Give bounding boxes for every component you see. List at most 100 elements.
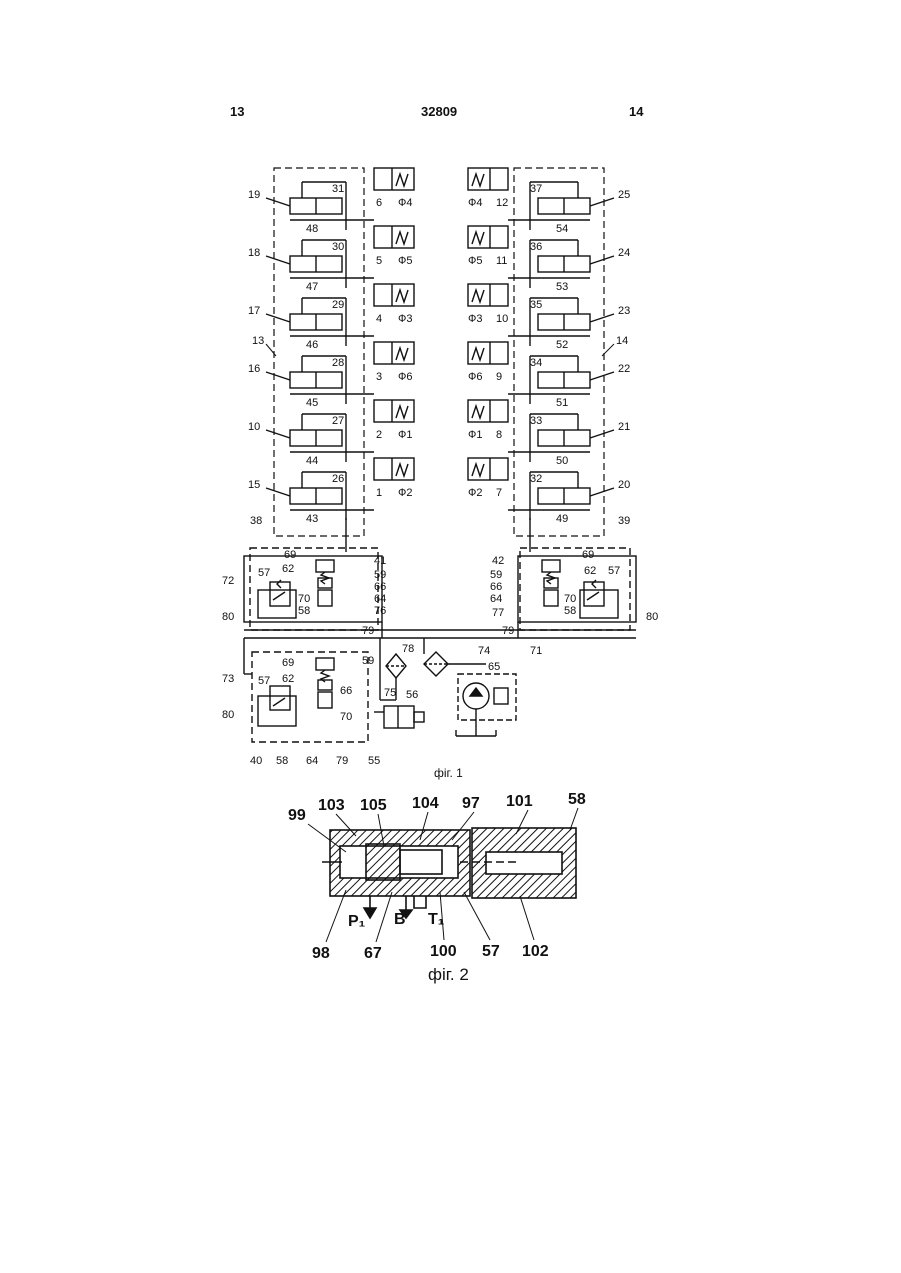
label-38: 38 [250, 515, 262, 527]
figure-1-caption: фіг. 1 [434, 766, 463, 780]
cylinder-left [374, 168, 414, 190]
valve-label-right: 23 [618, 305, 630, 317]
label-64-lower: 64 [306, 755, 318, 767]
phase-label-left: Ф6 [398, 371, 412, 383]
label-80-right: 80 [646, 611, 658, 623]
label-59-left: 59 [374, 569, 386, 581]
label-56: 56 [406, 689, 418, 701]
line-label-right-bottom: 51 [556, 397, 568, 409]
phase-label-left: Ф3 [398, 313, 412, 325]
label-97: 97 [462, 795, 480, 812]
port-b: B [394, 911, 406, 928]
label-72: 72 [222, 575, 234, 587]
label-104: 104 [412, 795, 439, 812]
label-57-left: 57 [258, 567, 270, 579]
label-70-right: 70 [564, 593, 576, 605]
port-p1: P₁ [348, 913, 366, 930]
phase-label-left: Ф1 [398, 429, 412, 441]
phase-label-right: Ф6 [468, 371, 482, 383]
page-number-left: 13 [230, 104, 244, 119]
label-98: 98 [312, 945, 330, 962]
label-69-right: 69 [582, 549, 594, 561]
spool [400, 850, 442, 874]
solenoid-armature [486, 852, 562, 874]
phase-label-left: Ф2 [398, 487, 412, 499]
label-79-lower: 79 [336, 755, 348, 767]
label-64-right: 64 [490, 593, 502, 605]
label-55: 55 [368, 755, 380, 767]
label-103: 103 [318, 797, 345, 814]
cylinder-number-left: 3 [376, 371, 382, 383]
valve-label-right: 20 [618, 479, 630, 491]
label-58-right: 58 [564, 605, 576, 617]
line-label-right-bottom: 52 [556, 339, 568, 351]
phase-label-right: Ф3 [468, 313, 482, 325]
label-79-left: 79 [362, 625, 374, 637]
label-13: 13 [252, 335, 264, 347]
label-14: 14 [616, 335, 628, 347]
patent-number: 32809 [421, 104, 457, 119]
label-62-lower: 62 [282, 673, 294, 685]
valve-label-left: 16 [248, 363, 260, 375]
cylinder-number-left: 1 [376, 487, 382, 499]
valve-label-right: 24 [618, 247, 630, 259]
page-number-right: 14 [629, 104, 643, 119]
cylinder-number-right: 10 [496, 313, 508, 325]
valve-label-left: 10 [248, 421, 260, 433]
label-66-right: 66 [490, 581, 502, 593]
label-105: 105 [360, 797, 387, 814]
phase-label-left: Ф4 [398, 197, 412, 209]
label-101: 101 [506, 793, 533, 810]
label-66-left: 66 [374, 581, 386, 593]
line-label-right-top: 37 [530, 183, 542, 195]
line-label-right-top: 34 [530, 357, 542, 369]
label-74: 74 [478, 645, 490, 657]
label-100: 100 [430, 943, 457, 960]
label-70-lower: 70 [340, 711, 352, 723]
label-99: 99 [288, 807, 306, 824]
cylinder-number-left: 5 [376, 255, 382, 267]
valve-label-right: 21 [618, 421, 630, 433]
valve-label-right: 25 [618, 189, 630, 201]
line-label-right-top: 35 [530, 299, 542, 311]
label-77: 77 [492, 607, 504, 619]
line-label-left-bottom: 44 [306, 455, 318, 467]
label-58-lower: 58 [276, 755, 288, 767]
line-label-right-top: 33 [530, 415, 542, 427]
label-57-lower: 57 [258, 675, 270, 687]
label-40: 40 [250, 755, 262, 767]
label-78: 78 [402, 643, 414, 655]
line-label-left-bottom: 43 [306, 513, 318, 525]
cylinder-left [374, 226, 414, 248]
line-label-right-top: 36 [530, 241, 542, 253]
line-label-left-bottom: 47 [306, 281, 318, 293]
line-label-left-bottom: 45 [306, 397, 318, 409]
line-label-left-top: 27 [332, 415, 344, 427]
label-102: 102 [522, 943, 549, 960]
line-label-left-bottom: 46 [306, 339, 318, 351]
label-62-right: 62 [584, 565, 596, 577]
line-label-left-top: 28 [332, 357, 344, 369]
line-label-left-bottom: 48 [306, 223, 318, 235]
label-79-right: 79 [502, 625, 514, 637]
line-label-right-bottom: 49 [556, 513, 568, 525]
line-label-left-top: 29 [332, 299, 344, 311]
cylinder-number-right: 7 [496, 487, 502, 499]
cylinder-number-left: 6 [376, 197, 382, 209]
phase-label-right: Ф2 [468, 487, 482, 499]
label-73: 73 [222, 673, 234, 685]
valve-label-left: 18 [248, 247, 260, 259]
figure-2-section: 99 103 105 104 97 101 58 P₁ B T₁ 98 67 1… [0, 780, 901, 990]
cylinder-left [374, 342, 414, 364]
label-80-lower: 80 [222, 709, 234, 721]
label-42: 42 [492, 555, 504, 567]
cylinder-number-right: 8 [496, 429, 502, 441]
figure-2-caption: фіг. 2 [428, 965, 469, 984]
label-57-right: 57 [608, 565, 620, 577]
cylinder-left [374, 284, 414, 306]
line-label-right-top: 32 [530, 473, 542, 485]
label-39: 39 [618, 515, 630, 527]
label-80-left: 80 [222, 611, 234, 623]
line-label-left-top: 26 [332, 473, 344, 485]
line-label-left-top: 31 [332, 183, 344, 195]
